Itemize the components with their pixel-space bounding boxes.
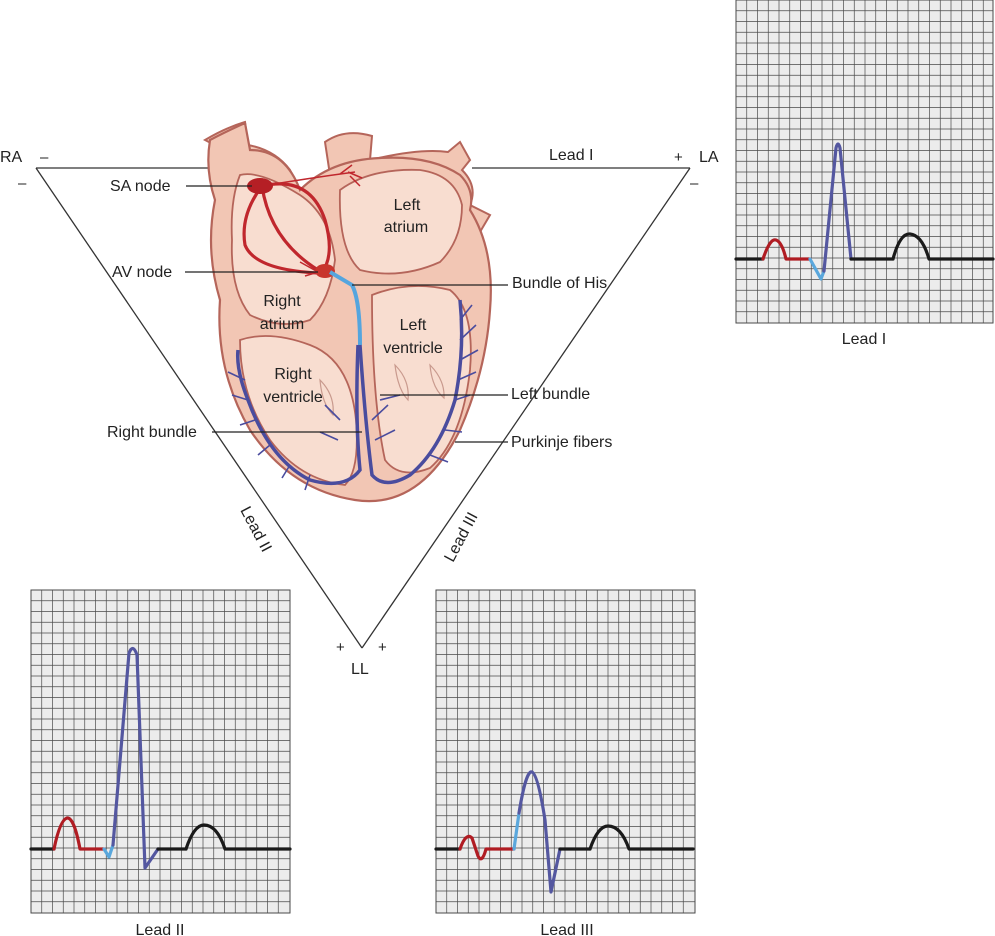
p-wave-biphasic <box>458 834 516 861</box>
qrs-complex <box>517 770 562 894</box>
ecg-panel-lead-ii: Lead II <box>29 589 292 936</box>
ra-minus-top: – <box>40 149 49 166</box>
ll-label: LL <box>351 661 369 678</box>
left-ventricle-chamber <box>371 285 472 474</box>
right-ventricle-label-1: Right <box>274 366 312 383</box>
ecg-panel-lead-iii: Lead III <box>434 589 696 936</box>
ecg-panel-lead-i: Lead I <box>734 0 995 348</box>
la-minus: – <box>690 175 699 192</box>
lead-ii-line <box>35 167 363 649</box>
q-segment <box>512 811 521 851</box>
left-ventricle-label-2: ventricle <box>383 340 443 357</box>
ecg-trace-lead-iii <box>434 770 695 894</box>
left-atrium-label-2: atrium <box>384 219 428 236</box>
purkinje-fibers-label: Purkinje fibers <box>511 434 612 451</box>
right-bundle-label: Right bundle <box>107 424 197 441</box>
la-label: LA <box>699 149 719 166</box>
einthoven-triangle <box>35 167 691 649</box>
lead-ii-caption: Lead II <box>136 922 185 936</box>
ll-plus-left: + <box>336 639 345 656</box>
qrs-complex <box>822 142 853 273</box>
label-pointers <box>185 185 508 443</box>
ecg-trace-lead-ii <box>29 646 292 870</box>
q-wave <box>808 257 826 281</box>
ecg-trace-lead-i <box>734 142 995 281</box>
left-atrium-chamber <box>338 168 463 275</box>
ecg-grid-lead-i <box>735 0 994 324</box>
left-ventricle-label-1: Left <box>400 317 427 334</box>
right-atrium-chamber <box>230 173 336 325</box>
internodal-pathways <box>242 164 363 277</box>
ra-label: RA <box>0 149 23 166</box>
purkinje-network <box>227 304 479 491</box>
av-node-label: AV node <box>112 264 172 281</box>
p-wave <box>761 238 812 261</box>
left-atrium-label-1: Left <box>394 197 421 214</box>
right-atrium-label-2: atrium <box>260 316 304 333</box>
lead-iii-caption: Lead III <box>540 922 593 936</box>
valve-right <box>319 378 334 417</box>
heart-illustration <box>202 120 492 503</box>
qrs-complex <box>111 646 160 870</box>
ecg-grid-lead-iii <box>435 589 696 914</box>
p-wave <box>52 816 106 851</box>
t-wave <box>588 824 695 851</box>
sa-node-dot <box>247 178 273 194</box>
la-plus: + <box>674 149 683 166</box>
right-ventricle-label-2: ventricle <box>263 389 323 406</box>
left-bundle-label: Left bundle <box>511 386 590 403</box>
right-atrium-label-1: Right <box>263 293 301 310</box>
bundle-branches <box>235 299 464 486</box>
lead-iii-side-label: Lead III <box>442 510 482 565</box>
ra-minus-bottom: – <box>18 175 27 192</box>
sa-node-label: SA node <box>110 178 171 195</box>
ll-plus-right: + <box>378 639 387 656</box>
valve-left <box>394 363 445 402</box>
lead-i-top-label: Lead I <box>549 147 593 164</box>
right-ventricle-chamber <box>239 335 358 486</box>
t-wave <box>184 823 292 851</box>
ecg-grid-lead-ii <box>30 589 291 914</box>
bundle-of-his-label: Bundle of His <box>512 275 607 292</box>
chamber-labels: Left atrium Right atrium Left ventricle … <box>260 197 443 406</box>
av-node-dot <box>315 264 335 278</box>
lead-iii-line <box>361 167 691 649</box>
q-wave <box>102 843 115 859</box>
t-wave <box>891 232 995 261</box>
lead-i-caption: Lead I <box>842 331 886 348</box>
